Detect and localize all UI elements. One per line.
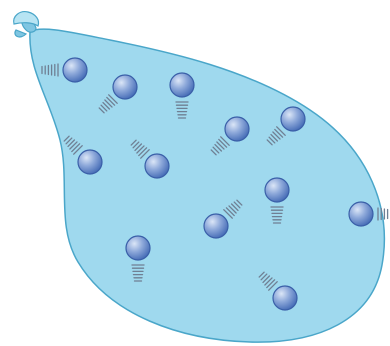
particle-ball (170, 73, 194, 97)
particle-ball (349, 202, 373, 226)
particle-ball (204, 214, 228, 238)
particle-ball (281, 107, 305, 131)
particle-ball (63, 58, 87, 82)
particle-ball (126, 236, 150, 260)
particle-ball (145, 154, 169, 178)
particle-ball (113, 75, 137, 99)
particle-ball (78, 150, 102, 174)
particle-ball (265, 178, 289, 202)
particle-ball (273, 286, 297, 310)
particle-ball (225, 117, 249, 141)
